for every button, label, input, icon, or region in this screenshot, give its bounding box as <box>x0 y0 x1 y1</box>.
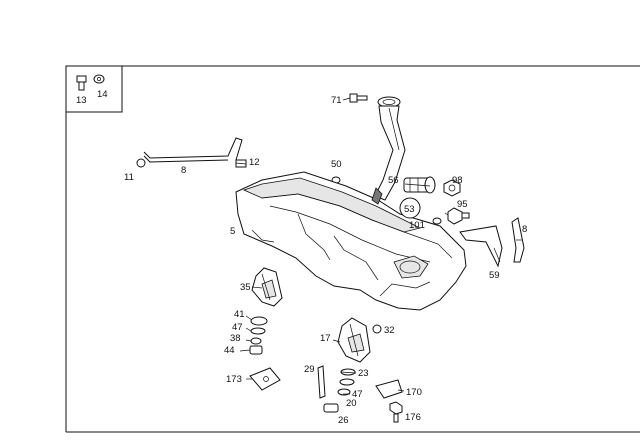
diagram-frame <box>65 65 640 433</box>
label-95: 95 <box>457 199 468 210</box>
label-98: 98 <box>452 175 463 186</box>
label-17: 17 <box>320 333 331 344</box>
clip-170 <box>375 379 403 399</box>
label-11: 11 <box>124 172 134 183</box>
label-35: 35 <box>240 282 251 293</box>
label-170: 170 <box>406 387 422 398</box>
bolt-13-washer-14 <box>76 74 105 91</box>
label-32: 32 <box>384 325 395 336</box>
label-29: 29 <box>304 364 315 375</box>
label-20: 20 <box>346 398 357 409</box>
fuel-tank <box>235 171 467 311</box>
callout-53 <box>399 197 421 219</box>
label-8-left: 8 <box>181 165 186 176</box>
label-44: 44 <box>224 345 235 356</box>
clip-173 <box>249 367 281 391</box>
label-14: 14 <box>97 89 108 100</box>
label-26: 26 <box>338 415 349 426</box>
label-23: 23 <box>358 368 369 379</box>
label-41: 41 <box>234 309 245 320</box>
label-13: 13 <box>76 95 87 106</box>
fitting-98 <box>443 179 461 197</box>
part-labels: 13 14 71 12 11 8 50 56 98 95 53 101 8 5 … <box>76 89 527 426</box>
label-47-right: 47 <box>352 389 363 400</box>
label-38: 38 <box>230 333 241 344</box>
ring-101 <box>432 217 442 225</box>
label-59: 59 <box>489 270 500 281</box>
bolt-71 <box>349 93 368 103</box>
label-101: 101 <box>409 220 425 231</box>
pump-assembly-17 <box>337 317 371 363</box>
ring-32 <box>372 324 382 334</box>
label-173: 173 <box>226 374 242 385</box>
seal-stack-right <box>323 368 356 413</box>
fitting-95 <box>447 207 470 225</box>
heat-shield-59 <box>459 225 503 268</box>
rod-8-left <box>136 137 247 168</box>
leader-lines <box>235 97 501 395</box>
label-50: 50 <box>331 159 342 170</box>
bracket-8-right <box>511 217 525 263</box>
label-8-right: 8 <box>522 224 527 235</box>
pin-29 <box>317 365 326 399</box>
label-5: 5 <box>230 226 235 237</box>
label-47-left: 47 <box>232 322 243 333</box>
bolt-176 <box>389 401 403 423</box>
pump-assembly-35 <box>251 267 283 307</box>
label-53: 53 <box>404 204 415 215</box>
seal-stack-left <box>249 316 268 355</box>
label-56: 56 <box>388 175 399 186</box>
label-71: 71 <box>331 95 342 106</box>
label-12: 12 <box>249 157 260 168</box>
label-176: 176 <box>405 412 421 423</box>
filler-neck <box>374 96 406 201</box>
